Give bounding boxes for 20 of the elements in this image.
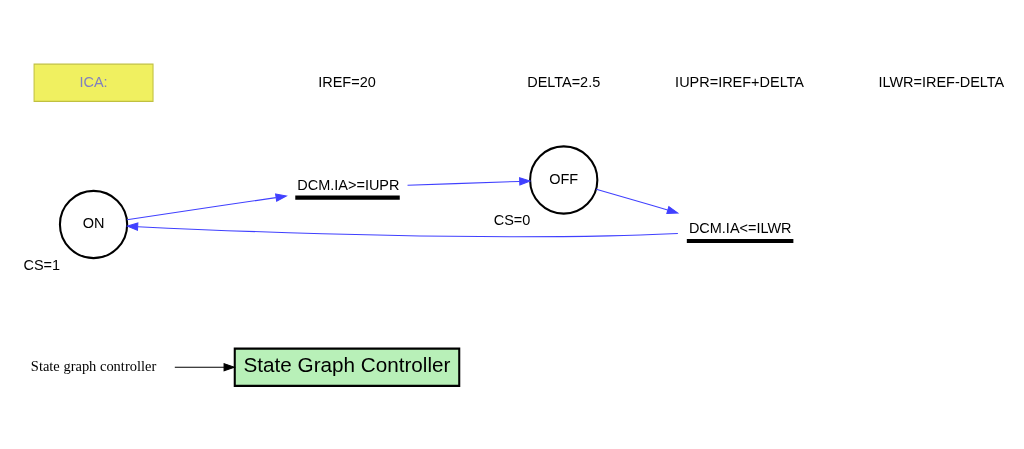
arrow [126,192,288,220]
arrow [174,362,236,372]
node-circle: OFF [529,144,599,215]
node-box: ICA: [33,63,154,102]
label: IUPR=IREF+DELTA [675,73,805,90]
node-box [295,195,400,200]
node-box: State Graph Controller [233,347,461,387]
node-box [686,238,794,243]
arrow [125,221,679,237]
arrow [595,188,680,214]
node-label: CS=0 [493,211,531,228]
label: IREF=20 [318,73,376,90]
node-label: DCM.IA>=IUPR [297,176,400,193]
node-label: DCM.IA<=ILWR [688,219,792,236]
node-circle: ON [58,189,129,259]
node-label: CS=1 [23,256,61,273]
arrow [407,176,532,186]
node-text: State graph controller [30,357,157,374]
label: DELTA=2.5 [527,73,601,90]
label: ILWR=IREF-DELTA [878,73,1005,90]
